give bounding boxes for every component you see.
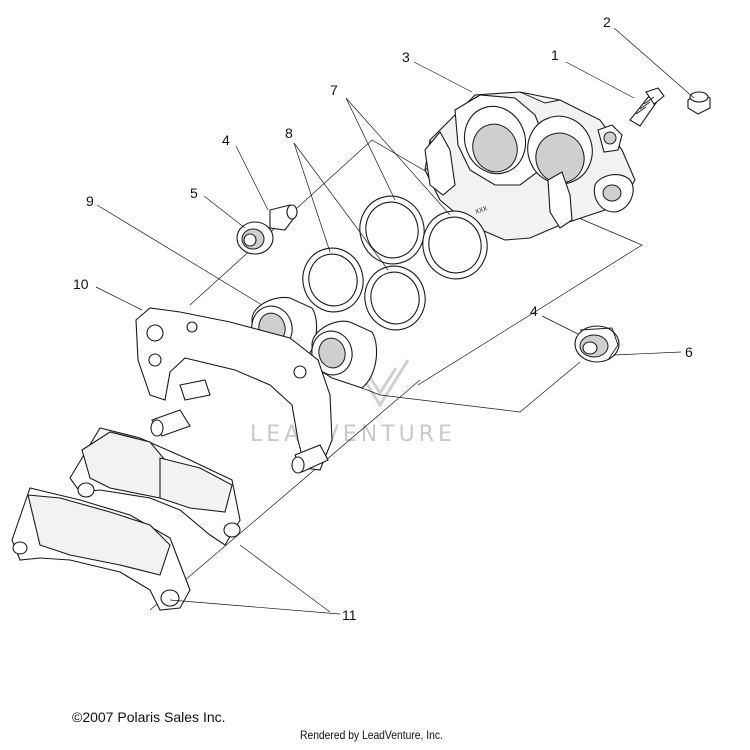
callout-6: 6 xyxy=(685,344,693,360)
seals-large xyxy=(359,195,488,280)
boot-and-bushing-left xyxy=(236,204,298,255)
svg-text:XXX: XXX xyxy=(474,205,488,216)
callout-2: 2 xyxy=(603,14,611,30)
brake-pad-outer xyxy=(11,487,191,611)
brake-pad-inner xyxy=(69,427,241,546)
callout-1: 1 xyxy=(551,47,559,63)
callout-10: 10 xyxy=(73,276,89,292)
seals-small xyxy=(302,247,426,331)
boot-and-bushing-right xyxy=(574,325,620,363)
callout-11: 11 xyxy=(342,607,357,623)
callout-4-left: 4 xyxy=(222,132,230,148)
bleeder-screw xyxy=(629,87,665,127)
caliper-bracket xyxy=(135,307,333,474)
rendered-by-text: Rendered by LeadVenture, Inc. xyxy=(300,728,443,742)
caliper-housing: XXX xyxy=(424,91,636,241)
callout-labels: 1 2 3 4 4 5 6 7 8 9 10 11 xyxy=(73,14,693,623)
callout-5: 5 xyxy=(190,185,198,201)
copyright-text: ©2007 Polaris Sales Inc. xyxy=(72,709,226,725)
watermark-text: LEADVENTURE xyxy=(250,422,456,447)
callout-4-right: 4 xyxy=(530,303,538,319)
callout-8: 8 xyxy=(285,125,293,141)
leader-lines xyxy=(95,27,695,615)
callout-3: 3 xyxy=(402,49,410,65)
callout-7: 7 xyxy=(330,82,338,98)
callout-9: 9 xyxy=(86,193,94,209)
